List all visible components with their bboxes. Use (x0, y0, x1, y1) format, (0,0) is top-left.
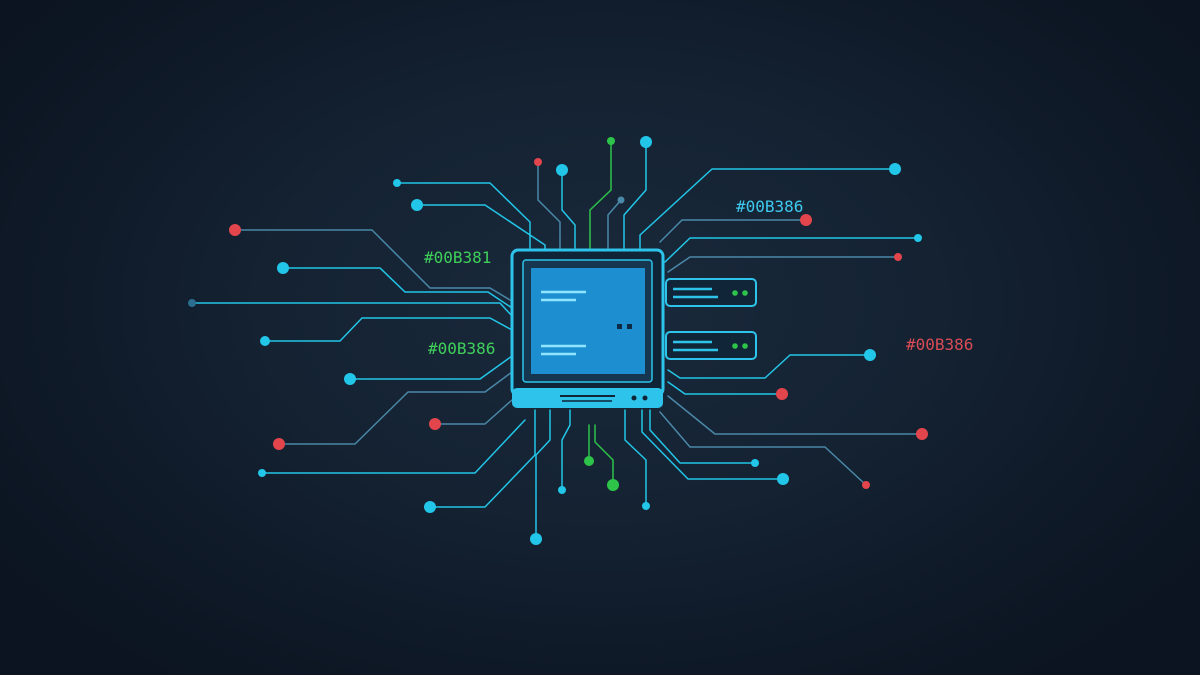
server-led (742, 290, 748, 296)
node-dot (751, 459, 759, 467)
trace (264, 317, 513, 342)
server-body (665, 278, 757, 307)
trace (639, 168, 896, 249)
trace (641, 409, 784, 480)
node-dot (914, 234, 922, 242)
node-dot (260, 336, 270, 346)
node-dot (864, 349, 876, 361)
hex-label-top-right: #00B386 (736, 197, 803, 216)
node-dot (556, 164, 568, 176)
node-dot (642, 502, 650, 510)
server-led (732, 290, 738, 296)
node-dot (894, 253, 902, 261)
node-dot (889, 163, 901, 175)
base-led (642, 395, 648, 401)
trace (278, 371, 513, 445)
base-led (631, 395, 637, 401)
circuit-traces (191, 140, 923, 540)
node-dot (393, 179, 401, 187)
trace (535, 409, 551, 540)
trace (396, 182, 531, 249)
hex-label-left-upper: #00B381 (424, 248, 491, 267)
server-led (732, 343, 738, 349)
trace (649, 409, 756, 464)
trace (349, 355, 513, 380)
trace (659, 411, 867, 486)
trace (659, 219, 807, 243)
trace (664, 237, 919, 263)
node-dot (534, 158, 542, 166)
trace (589, 140, 612, 249)
trace (434, 399, 513, 425)
node-dot (862, 481, 870, 489)
node-dot (777, 473, 789, 485)
node-dot (776, 388, 788, 400)
trace (282, 267, 513, 309)
node-dot (607, 137, 615, 145)
trace (234, 229, 511, 301)
server-led (742, 343, 748, 349)
trace (667, 256, 899, 273)
trace (607, 199, 622, 249)
node-dot (273, 438, 285, 450)
trace (191, 302, 513, 317)
node-dot (188, 299, 196, 307)
node-dot (277, 262, 289, 274)
trace (416, 204, 546, 251)
trace (537, 161, 561, 249)
trace (261, 419, 526, 474)
node-dot (607, 479, 619, 491)
node-dot (429, 418, 441, 430)
trace (561, 409, 571, 491)
hex-label-right: #00B386 (906, 335, 973, 354)
trace (623, 141, 647, 249)
node-dot (916, 428, 928, 440)
screen-cursor-block (627, 324, 632, 329)
node-dot (530, 533, 542, 545)
trace (667, 395, 923, 435)
node-dot (229, 224, 241, 236)
hex-label-left-lower: #00B386 (428, 339, 495, 358)
server-rack-icon (665, 331, 757, 360)
trace (667, 381, 783, 395)
node-dot (558, 486, 566, 494)
node-dot (800, 214, 812, 226)
monitor-screen (531, 268, 645, 374)
node-dot (617, 196, 625, 204)
monitor-base (512, 388, 663, 408)
trace (429, 409, 536, 508)
node-dot (424, 501, 436, 513)
server-body (665, 331, 757, 360)
node-dot (258, 469, 266, 477)
server-rack-icon (665, 278, 757, 307)
trace (667, 354, 871, 379)
circuit-nodes (188, 136, 928, 545)
node-dot (344, 373, 356, 385)
node-dot (584, 456, 594, 466)
trace (594, 424, 614, 486)
node-dot (640, 136, 652, 148)
screen-cursor-block (617, 324, 622, 329)
computer-chip-monitor-icon (510, 248, 665, 408)
trace (624, 409, 647, 507)
node-dot (411, 199, 423, 211)
trace (561, 169, 576, 249)
